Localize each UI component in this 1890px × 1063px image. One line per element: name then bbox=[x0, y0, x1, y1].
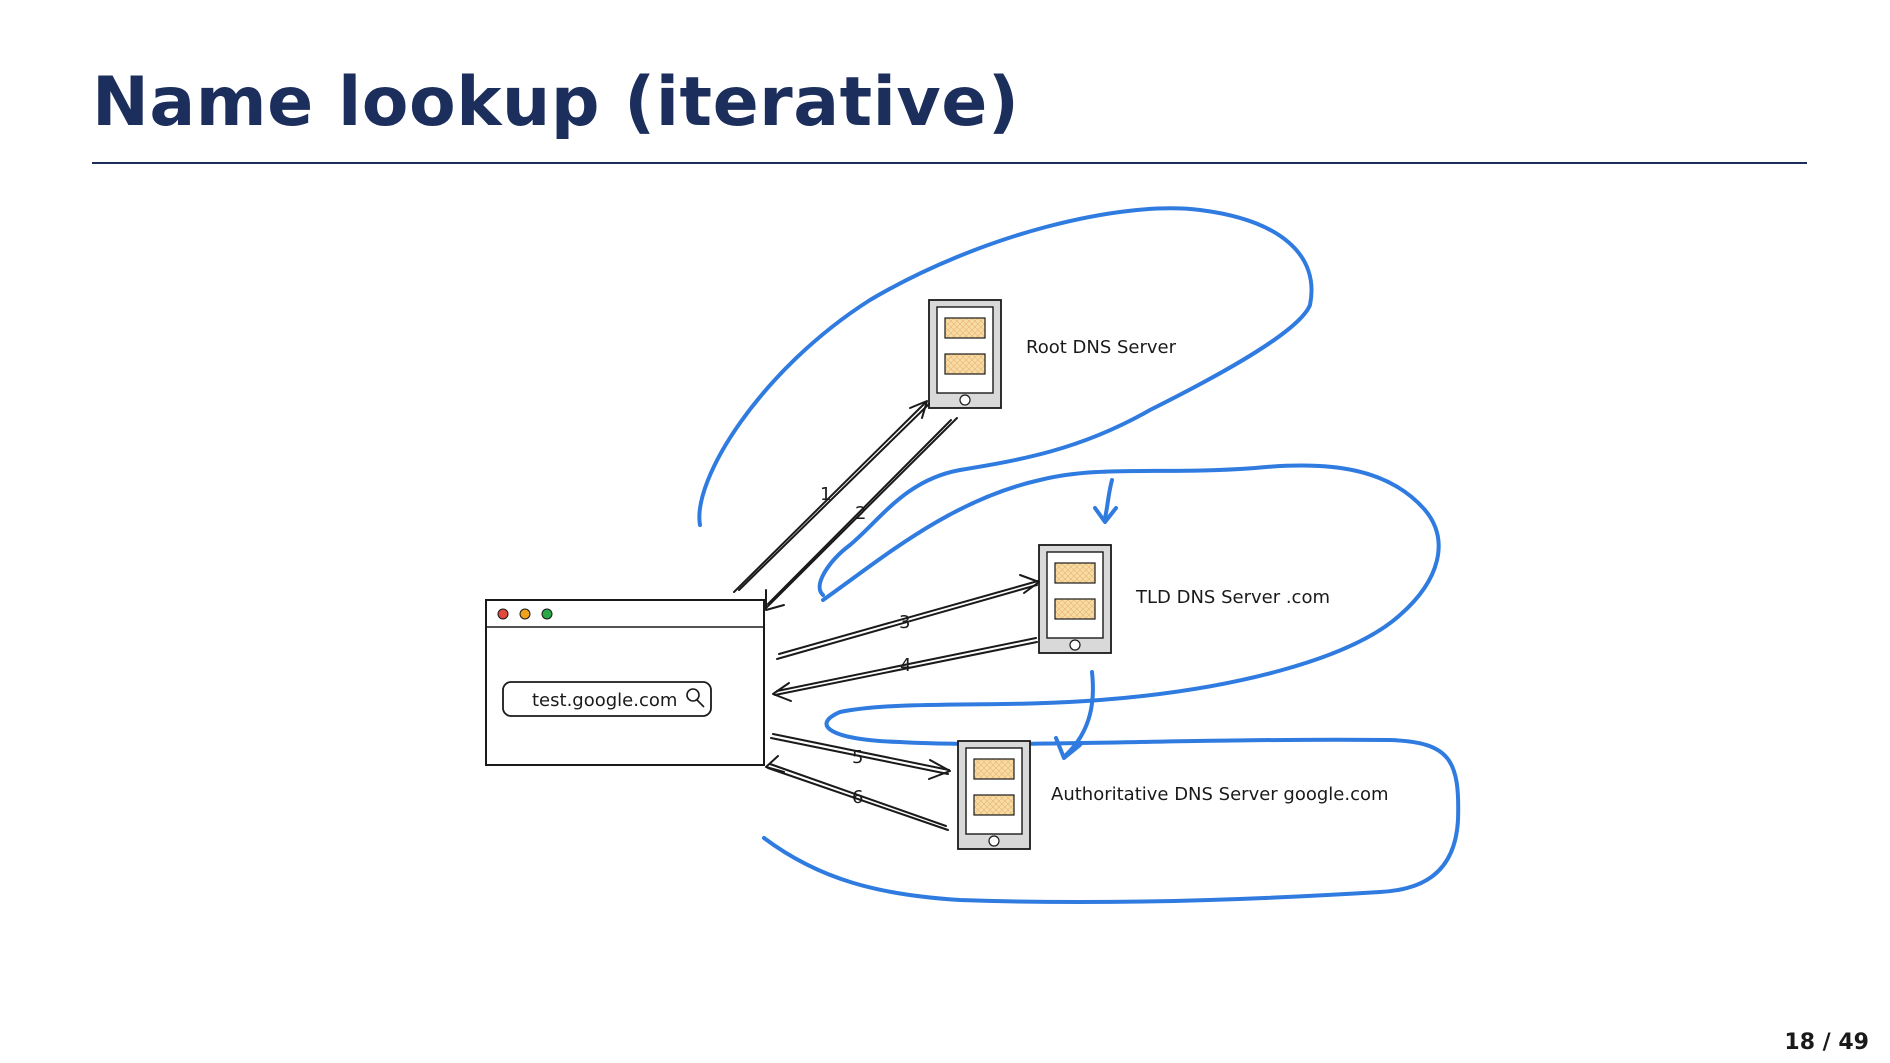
loop-tld-to-authoritative bbox=[762, 463, 1461, 904]
arrow-step-6 bbox=[767, 767, 949, 831]
arrow-down-to-authoritative-head bbox=[1054, 736, 1082, 760]
lookup-arrows bbox=[733, 400, 1040, 831]
arrow-step-3 bbox=[776, 584, 1038, 660]
blue-annotation-loops bbox=[697, 206, 1461, 904]
tld-dns-server bbox=[1038, 544, 1112, 654]
arrow-down-to-tld bbox=[1103, 478, 1114, 520]
search-icon bbox=[686, 688, 705, 708]
window-close-dot bbox=[497, 608, 509, 620]
step-label-1: 1 bbox=[820, 484, 831, 505]
root-dns-server bbox=[928, 299, 1002, 409]
title-divider bbox=[92, 162, 1807, 164]
step-label-5: 5 bbox=[852, 747, 863, 768]
window-minimize-dot bbox=[519, 608, 531, 620]
step-label-6: 6 bbox=[852, 787, 863, 808]
arrow-step-4 bbox=[774, 641, 1038, 696]
arrow-step-5 bbox=[770, 737, 949, 775]
browser-window: test.google.com bbox=[485, 599, 765, 766]
arrow-down-to-authoritative bbox=[1064, 670, 1095, 757]
tld-dns-server-label: TLD DNS Server .com bbox=[1135, 587, 1330, 608]
arrow-step-2 bbox=[764, 417, 958, 610]
authoritative-dns-server bbox=[957, 740, 1031, 850]
window-maximize-dot bbox=[541, 608, 553, 620]
search-bar bbox=[502, 681, 712, 717]
search-query-text: test.google.com bbox=[532, 690, 677, 711]
loop-root-to-tld bbox=[697, 206, 1314, 597]
arrow-down-to-tld-head bbox=[1093, 506, 1118, 524]
step-label-2: 2 bbox=[855, 503, 866, 524]
authoritative-dns-server-label: Authoritative DNS Server google.com bbox=[1051, 784, 1389, 805]
step-label-4: 4 bbox=[900, 655, 911, 676]
page-number: 18 / 49 bbox=[1784, 1030, 1869, 1055]
arrow-step-1 bbox=[733, 401, 927, 593]
root-dns-server-label: Root DNS Server bbox=[1026, 337, 1177, 358]
step-label-3: 3 bbox=[899, 612, 910, 633]
slide-title: Name lookup (iterative) bbox=[92, 63, 1020, 142]
